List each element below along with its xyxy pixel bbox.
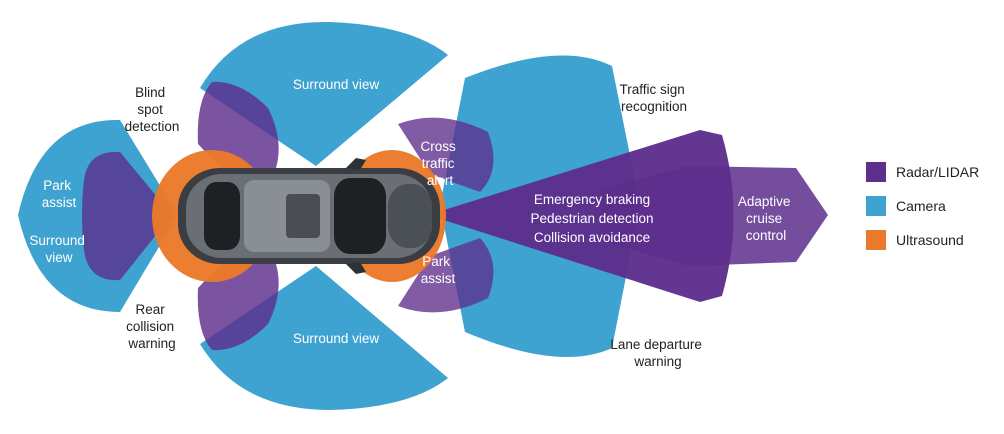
label-park-assist-rear: Park assist	[42, 178, 77, 210]
label-lane-departure: Lane departure warning	[610, 337, 705, 369]
label-surround-view-bottom: Surround view	[293, 331, 380, 346]
legend-swatch-radar	[866, 162, 886, 182]
label-traffic-sign: Traffic sign recognition	[619, 82, 688, 114]
zone-camera-surround-bottom	[200, 266, 448, 410]
zone-radar-cruise	[600, 166, 828, 266]
label-surround-view-top: Surround view	[293, 77, 380, 92]
label-adaptive-cruise: Adaptive cruise control	[738, 194, 794, 243]
car-side-mirror-bottom	[346, 262, 366, 274]
legend-label-ultrasound: Ultrasound	[896, 232, 964, 248]
label-collision-avoidance: Collision avoidance	[534, 230, 650, 245]
label-rear-collision: Rear collision warning	[126, 302, 178, 351]
zone-radar-park-front	[398, 238, 494, 313]
legend-item-ultrasound: Ultrasound	[866, 230, 964, 250]
car-rear-window	[204, 182, 240, 250]
legend-swatch-camera	[866, 196, 886, 216]
zone-radar-rear	[82, 151, 172, 281]
legend-swatch-ultrasound	[866, 230, 886, 250]
car-top-view	[178, 158, 440, 274]
car-hood	[388, 184, 432, 248]
label-park-assist-front: Park assist	[421, 254, 456, 286]
car-sunroof	[286, 194, 320, 238]
label-blind-spot: Blind spot detection	[125, 85, 180, 134]
car-windshield	[334, 178, 386, 254]
legend: Radar/LIDAR Camera Ultrasound	[866, 162, 979, 250]
legend-item-radar: Radar/LIDAR	[866, 162, 979, 182]
legend-item-camera: Camera	[866, 196, 946, 216]
label-emergency-braking: Emergency braking	[534, 192, 650, 207]
zone-radar-cross-traffic-front	[398, 117, 494, 192]
zone-camera-surround-top	[200, 21, 448, 166]
label-pedestrian-detection: Pedestrian detection	[530, 211, 653, 226]
car-side-mirror-top	[346, 158, 366, 170]
label-cross-traffic: Cross traffic alert	[420, 139, 459, 188]
legend-label-camera: Camera	[896, 198, 946, 214]
legend-label-radar: Radar/LIDAR	[896, 164, 979, 180]
label-surround-view-rear: Surround view	[29, 233, 88, 265]
zone-radar-front-long	[428, 130, 734, 302]
